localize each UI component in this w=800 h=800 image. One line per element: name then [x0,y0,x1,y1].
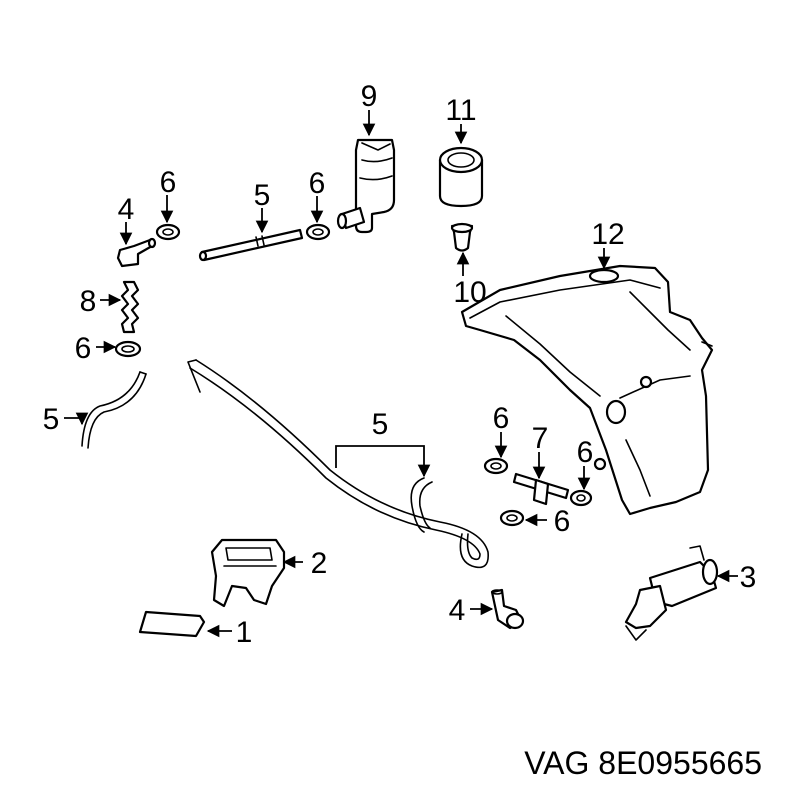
washer-pump-part-9 [336,138,396,234]
callout-5-top: 5 [254,179,271,212]
clamp-part-6-a [155,223,181,241]
callout-10: 10 [453,276,486,309]
clamp-part-6-f [499,509,525,527]
reservoir-tank-part-12 [460,264,714,516]
elbow-connector-part-4-top [116,237,157,268]
callout-3: 3 [740,561,757,594]
leader-5-left [64,412,89,426]
clamp-part-6-d [483,457,509,475]
washer-nozzle-part-3 [624,545,719,641]
leader-5-main [335,445,431,478]
callout-4-bottom: 4 [449,594,466,627]
callout-6-c: 6 [75,332,92,365]
hose-part-5-main [187,359,489,569]
cover-plate-part-1 [138,610,206,638]
callout-6-b: 6 [309,167,326,200]
callout-labels: 9 11 6 5 6 4 12 10 8 6 5 5 6 7 6 6 2 3 4… [43,80,757,649]
clamp-part-6-b [305,223,331,241]
callout-5-main: 5 [372,408,389,441]
t-connector-part-7 [512,472,570,506]
callout-6-e: 6 [577,436,594,469]
leader-lines [64,110,738,638]
callout-11: 11 [445,94,476,127]
callout-6-f: 6 [554,505,571,538]
grommet-part-10 [450,222,474,252]
callout-5-left: 5 [43,403,60,436]
bracket-part-2 [210,538,286,608]
ribbed-connector-part-8 [120,280,140,334]
callout-2: 2 [311,547,328,580]
callout-12: 12 [591,218,624,251]
part-number-caption: VAG 8E0955665 [524,745,762,781]
callout-6-d: 6 [493,402,510,435]
elbow-part-4-bottom [490,588,525,630]
hose-part-5-left [81,371,147,449]
callout-4-top: 4 [118,193,135,226]
clamp-part-6-c [114,340,142,358]
clamp-part-6-e [569,489,593,507]
callout-9: 9 [361,80,378,113]
callout-1: 1 [236,616,253,649]
callout-7: 7 [532,422,549,455]
hose-part-5-top [198,228,304,262]
filter-part-11 [438,146,484,208]
callout-8: 8 [80,285,97,318]
callout-6-a: 6 [160,166,177,199]
